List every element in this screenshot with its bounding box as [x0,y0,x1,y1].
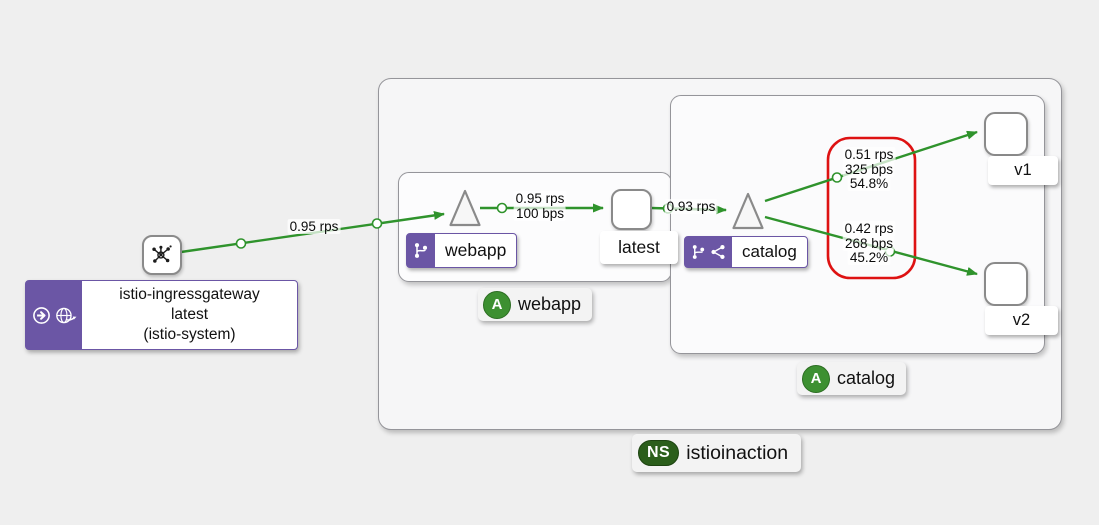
workload-node-latest[interactable] [611,189,652,230]
gateway-namespace: (istio-system) [143,326,236,343]
webapp-badge-strip [407,234,435,267]
edge-rate-text: 0.42 rps [842,221,896,236]
gateway-badge-strip [26,281,82,349]
gateway-globe-icon [55,307,76,323]
webapp-label-text: webapp [445,240,507,260]
app-group-badge-webapp[interactable]: A webapp [478,288,593,321]
edge-label-gateway-webapp[interactable]: 0.95 rps [287,219,341,235]
mesh-icon [152,245,172,263]
app-group-label: catalog [837,368,896,388]
root-arrow-circle-icon [32,306,50,324]
gateway-label-text: istio-ingressgateway latest (istio-syste… [82,281,297,349]
edge-throughput-text: 325 bps [842,161,896,177]
edge-rate-text: 0.95 rps [287,219,341,234]
node-label-v2[interactable]: v2 [985,306,1058,335]
edge-rate-text: 0.93 rps [664,199,718,214]
app-group-badge-catalog[interactable]: A catalog [797,362,907,395]
gateway-version: latest [170,306,209,323]
edge-label-webapp-latest[interactable]: 0.95 rps 100 bps [513,191,567,221]
edge-label-latest-catalog[interactable]: 0.93 rps [664,199,718,215]
workload-node-v1[interactable] [984,112,1028,156]
traffic-split-share-icon [711,244,725,260]
virtual-service-branch-icon [414,243,428,258]
edge-percent-text: 54.8% [847,176,891,191]
gateway-name: istio-ingressgateway [119,286,260,303]
namespace-badge-icon: NS [638,440,680,466]
edge-throughput-text: 100 bps [513,205,567,221]
edge-label-catalog-v1[interactable]: 0.51 rps 325 bps 54.8% [842,147,896,192]
workload-node-v2[interactable] [984,262,1028,306]
namespace-badge-istioinaction[interactable]: NS istioinaction [632,434,802,472]
node-label-istio-ingressgateway[interactable]: istio-ingressgateway latest (istio-syste… [25,280,298,350]
app-badge-icon: A [802,364,830,393]
app-group-label: webapp [518,294,582,314]
edge-percent-text: 45.2% [847,250,891,265]
namespace-label: istioinaction [686,441,789,464]
edge-label-catalog-v2[interactable]: 0.42 rps 268 bps 45.2% [842,221,896,266]
node-label-webapp[interactable]: webapp [406,233,518,268]
virtual-service-branch-icon [692,245,705,259]
app-badge-icon: A [483,290,511,319]
node-label-catalog[interactable]: catalog [684,236,808,268]
node-label-v1[interactable]: v1 [988,156,1058,185]
workload-node-istio-ingressgateway[interactable] [142,235,182,275]
catalog-badge-strip [685,237,732,267]
catalog-label-text: catalog [742,242,797,261]
edge-rate-text: 0.95 rps [513,191,567,206]
edge-rate-text: 0.51 rps [842,147,896,162]
edge-throughput-text: 268 bps [842,235,896,251]
node-label-latest[interactable]: latest [600,231,678,264]
